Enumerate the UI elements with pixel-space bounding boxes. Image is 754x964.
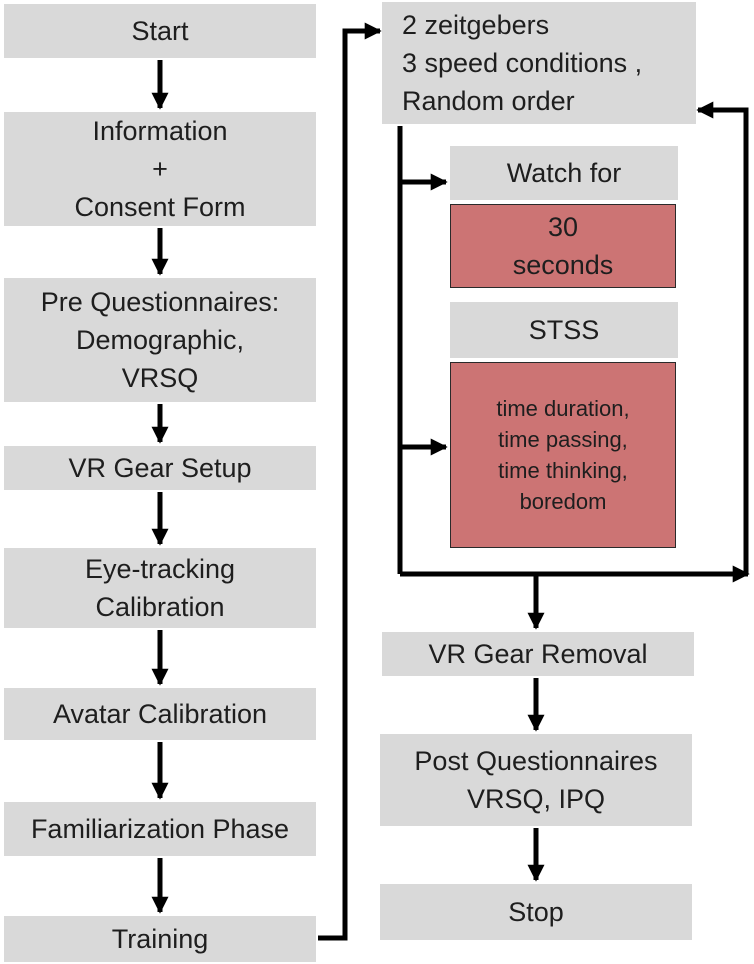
stss-label: STSS — [528, 315, 600, 345]
post-questionnaires-label: Post Questionnaires VRSQ, IPQ — [414, 746, 658, 814]
avatar-calibration-box: Avatar Calibration — [4, 688, 316, 740]
vr-gear-setup-label: VR Gear Setup — [68, 453, 252, 483]
pre-questionnaires-label: Pre Questionnaires: Demographic, VRSQ — [40, 287, 280, 393]
arrow-training-to-loop — [318, 22, 382, 941]
avatar-calibration-label: Avatar Calibration — [52, 699, 268, 729]
vr-gear-setup-box: VR Gear Setup — [4, 446, 316, 490]
familiarization-box: Familiarization Phase — [4, 802, 316, 856]
start-box: Start — [4, 4, 316, 58]
arrow-loop-return — [696, 101, 749, 574]
watch-for-box: Watch for — [450, 146, 678, 200]
stop-box: Stop — [380, 884, 692, 940]
training-label: Training — [111, 924, 209, 954]
stop-label: Stop — [508, 897, 564, 927]
information-label: Information + Consent Form — [74, 116, 246, 222]
training-box: Training — [4, 916, 316, 962]
eye-tracking-box: Eye-tracking Calibration — [4, 548, 316, 628]
vr-gear-removal-box: VR Gear Removal — [382, 632, 694, 676]
loop-header-box: 2 zeitgebers 3 speed conditions , Random… — [382, 2, 696, 124]
watch-duration-box: 30 seconds — [450, 204, 676, 288]
watch-duration-label: 30 seconds — [512, 212, 614, 280]
vr-gear-removal-label: VR Gear Removal — [428, 639, 648, 669]
information-box: Information + Consent Form — [4, 112, 316, 226]
loop-header-label: 2 zeitgebers 3 speed conditions , Random… — [402, 10, 643, 116]
stss-items-label: time duration, time passing, time thinki… — [496, 396, 630, 514]
stss-box: STSS — [450, 302, 678, 358]
pre-questionnaires-box: Pre Questionnaires: Demographic, VRSQ — [4, 278, 316, 402]
start-label: Start — [131, 16, 189, 46]
eye-tracking-label: Eye-tracking Calibration — [84, 554, 236, 622]
watch-for-label: Watch for — [506, 158, 622, 188]
stss-items-box: time duration, time passing, time thinki… — [450, 362, 676, 548]
post-questionnaires-box: Post Questionnaires VRSQ, IPQ — [380, 734, 692, 826]
familiarization-label: Familiarization Phase — [30, 814, 290, 844]
